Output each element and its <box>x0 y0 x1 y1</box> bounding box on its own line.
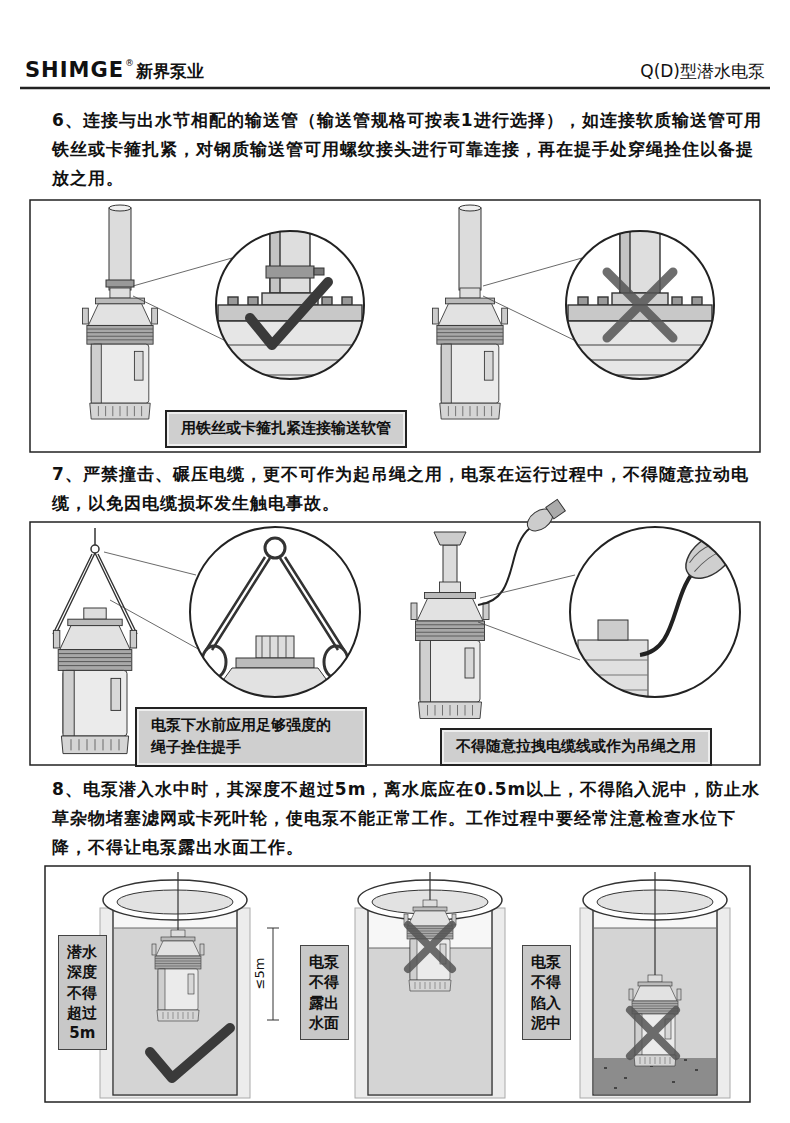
node-text: 不得随意拉拽电缆线或作为吊绳之用 <box>456 736 696 758</box>
magnified-joint <box>545 213 735 395</box>
instruction-text: 6、连接与出水节相配的输送管（输送管规格可按表1进行选择），如连接软质输送管可用… <box>52 106 764 193</box>
model-name: Q(D)型潜水电泵 <box>545 60 765 83</box>
cross-mark <box>607 272 673 338</box>
brand-name: 新界泵业 <box>136 60 204 83</box>
cross-mark <box>408 925 452 969</box>
water <box>114 928 236 1094</box>
well-rim <box>103 880 247 920</box>
node-text: 电泵 不得 露出 水面 <box>307 952 342 1033</box>
dimension-label: ≤5m <box>252 952 267 996</box>
header-row: SHIMGE®新界泵业 <box>25 58 204 83</box>
instruction-text: 7、严禁撞击、碾压电缆，更不可作为起吊绳之用，电泵在运行过程中，不得随意拉动电缆… <box>52 460 764 518</box>
magnified-joint <box>195 213 385 395</box>
pump-figure <box>629 975 681 1066</box>
pump-figure <box>83 288 158 419</box>
pump-figure <box>404 900 456 991</box>
header-rule <box>20 87 770 90</box>
registered-mark: ® <box>125 58 134 68</box>
node-text: 电泵 不得 陷入 泥中 <box>529 952 564 1033</box>
warning-tag: 电泵 不得 陷入 泥中 <box>522 945 571 1040</box>
node-text: 用铁丝或卡箍扎紧连接输送软管 <box>181 418 391 440</box>
magnified-cable <box>570 508 763 710</box>
check-mark <box>250 282 328 345</box>
caption-box: 电泵下水前应用足够强度的 绳子拴住提手 <box>135 707 367 767</box>
brand-logo: SHIMGE <box>25 58 124 82</box>
check-mark <box>150 1028 230 1078</box>
magnified-rope <box>185 525 365 705</box>
instruction-text: 8、电泵潜入水中时，其深度不超过5m，离水底应在0.5m以上，不得陷入泥中，防止… <box>52 775 764 862</box>
pump-figure <box>152 930 204 1021</box>
node-text: 潜水 深度 不得 超过 5m <box>65 942 100 1043</box>
well-figure <box>100 900 250 1098</box>
pump-figure <box>53 608 136 754</box>
well-figure <box>355 900 505 1098</box>
hand <box>523 498 566 536</box>
caption-box: 用铁丝或卡箍扎紧连接输送软管 <box>165 410 407 448</box>
pump-figure <box>433 288 508 419</box>
warning-tag: 潜水 深度 不得 超过 5m <box>58 935 107 1050</box>
hose-connection-panel <box>30 200 760 452</box>
warning-tag: 电泵 不得 露出 水面 <box>300 945 349 1040</box>
pump-figure <box>411 582 489 719</box>
cross-mark <box>630 1010 676 1056</box>
dimension-line <box>267 928 279 1020</box>
node-text: 电泵下水前应用足够强度的 绳子拴住提手 <box>151 715 351 759</box>
caption-box: 不得随意拉拽电缆线或作为吊绳之用 <box>440 728 712 766</box>
well-depth-panel <box>45 866 750 1102</box>
